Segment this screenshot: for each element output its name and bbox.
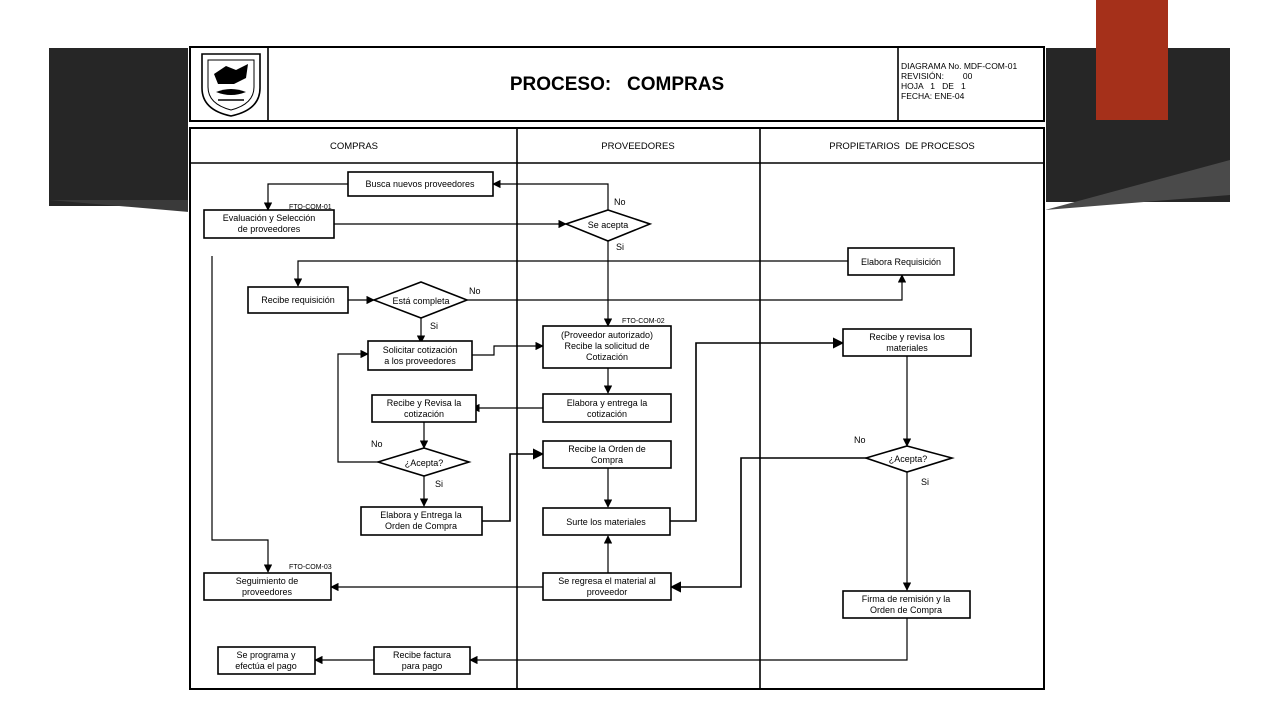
sheet-count: HOJA 1 DE 1: [901, 81, 966, 91]
svg-text:a los proveedores: a los proveedores: [384, 356, 456, 366]
svg-text:Recibe y revisa los: Recibe y revisa los: [869, 332, 945, 342]
label-no: No: [854, 435, 866, 445]
svg-text:Está completa: Está completa: [392, 296, 449, 306]
svg-text:Orden de Compra: Orden de Compra: [385, 521, 457, 531]
svg-text:Elabora y entrega la: Elabora y entrega la: [567, 398, 648, 408]
svg-text:Se acepta: Se acepta: [588, 220, 629, 230]
label-no: No: [614, 197, 626, 207]
decision-acepta-propietarios: ¿Acepta?: [863, 445, 955, 473]
process-elabora-requisicion: Elabora Requisición: [847, 247, 955, 276]
process-elabora-entrega-cotizacion: Elabora y entrega la cotización: [542, 393, 672, 423]
svg-text:cotización: cotización: [587, 409, 627, 419]
svg-text:de proveedores: de proveedores: [238, 224, 301, 234]
page-title: PROCESO: COMPRAS: [510, 74, 724, 95]
lane-propietarios: PROPIETARIOS DE PROCESOS: [829, 141, 975, 152]
process-programa-pago: Se programa y efectúa el pago: [217, 646, 316, 675]
label-no: No: [469, 286, 481, 296]
svg-text:Elabora y Entrega la: Elabora y Entrega la: [380, 510, 462, 520]
svg-text:proveedor: proveedor: [587, 587, 628, 597]
form-code: FTO-COM-01: [289, 204, 332, 211]
svg-text:¿Acepta?: ¿Acepta?: [889, 454, 928, 464]
swimlane-frame: [189, 127, 1045, 690]
date: FECHA: ENE-04: [901, 91, 965, 101]
revision: REVISIÓN: 00: [901, 71, 973, 81]
process-solicitar-cotizacion: Solicitar cotización a los proveedores: [367, 340, 473, 371]
svg-text:Evaluación y Selección: Evaluación y Selección: [223, 213, 316, 223]
process-recibe-factura: Recibe factura para pago: [373, 646, 471, 675]
decision-acepta-compras: ¿Acepta?: [375, 447, 472, 477]
svg-text:Seguimiento de: Seguimiento de: [236, 576, 299, 586]
svg-text:Se programa y: Se programa y: [236, 650, 296, 660]
emblem-shield-icon: [201, 53, 261, 117]
svg-text:Se regresa el material al: Se regresa el material al: [558, 576, 656, 586]
svg-text:Recibe requisición: Recibe requisición: [261, 295, 335, 305]
svg-text:Surte los materiales: Surte los materiales: [566, 517, 646, 527]
process-elabora-orden-compra: Elabora y Entrega la Orden de Compra: [360, 506, 483, 536]
svg-text:Cotización: Cotización: [586, 352, 628, 362]
svg-text:(Proveedor autorizado): (Proveedor autorizado): [561, 330, 653, 340]
svg-text:Elabora Requisición: Elabora Requisición: [861, 257, 941, 267]
accent-bar: [1096, 0, 1168, 120]
decision-esta-completa: Está completa: [371, 281, 470, 319]
label-si: Si: [921, 477, 929, 487]
svg-text:Recibe la Orden de: Recibe la Orden de: [568, 444, 646, 454]
process-evaluacion-seleccion: Evaluación y Selección de proveedores: [203, 209, 335, 239]
form-code: FTO-COM-03: [289, 564, 332, 571]
dark-band-left: [49, 48, 189, 206]
process-regresa-material: Se regresa el material al proveedor: [542, 572, 672, 601]
process-recibe-revisa-cotizacion: Recibe y Revisa la cotización: [371, 394, 477, 423]
svg-text:Firma de remisión y la: Firma de remisión y la: [862, 594, 951, 604]
svg-text:¿Acepta?: ¿Acepta?: [405, 458, 444, 468]
label-si: Si: [435, 479, 443, 489]
connectors: [211, 179, 912, 665]
header-frame: [189, 46, 1045, 122]
label-si: Si: [430, 321, 438, 331]
process-recibe-requisicion: Recibe requisición: [247, 286, 349, 314]
decision-se-acepta: Se acepta: [563, 209, 653, 242]
svg-text:efectúa el pago: efectúa el pago: [235, 661, 297, 671]
process-proveedor-autorizado: (Proveedor autorizado) Recibe la solicit…: [542, 325, 672, 369]
svg-text:Orden de Compra: Orden de Compra: [870, 605, 942, 615]
svg-text:materiales: materiales: [886, 343, 928, 353]
svg-text:Compra: Compra: [591, 455, 623, 465]
svg-text:Recibe factura: Recibe factura: [393, 650, 451, 660]
label-no: No: [371, 439, 383, 449]
process-seguimiento-proveedores: Seguimiento de proveedores: [203, 572, 332, 601]
lane-proveedores: PROVEEDORES: [601, 141, 674, 152]
process-busca-nuevos-proveedores: Busca nuevos proveedores: [347, 171, 494, 197]
form-code: FTO-COM-02: [622, 318, 665, 325]
flowchart-sheet: PROCESO: COMPRAS DIAGRAMA No. MDF-COM-01…: [188, 44, 1046, 691]
svg-text:Busca nuevos proveedores: Busca nuevos proveedores: [365, 179, 475, 189]
svg-text:proveedores: proveedores: [242, 587, 293, 597]
svg-text:Recibe la solicitud de: Recibe la solicitud de: [564, 341, 649, 351]
lane-compras: COMPRAS: [330, 141, 378, 152]
svg-text:para pago: para pago: [402, 661, 443, 671]
process-recibe-orden-compra: Recibe la Orden de Compra: [542, 440, 672, 469]
process-surte-materiales: Surte los materiales: [542, 507, 671, 536]
diagram-number: DIAGRAMA No. MDF-COM-01: [901, 61, 1017, 71]
svg-text:cotización: cotización: [404, 409, 444, 419]
process-recibe-revisa-materiales: Recibe y revisa los materiales: [842, 328, 972, 357]
svg-text:Solicitar cotización: Solicitar cotización: [383, 345, 458, 355]
svg-text:Recibe y Revisa la: Recibe y Revisa la: [387, 398, 462, 408]
flowchart: PROCESO: COMPRAS DIAGRAMA No. MDF-COM-01…: [189, 46, 1045, 690]
process-firma-remision: Firma de remisión y la Orden de Compra: [842, 590, 971, 619]
label-si: Si: [616, 242, 624, 252]
